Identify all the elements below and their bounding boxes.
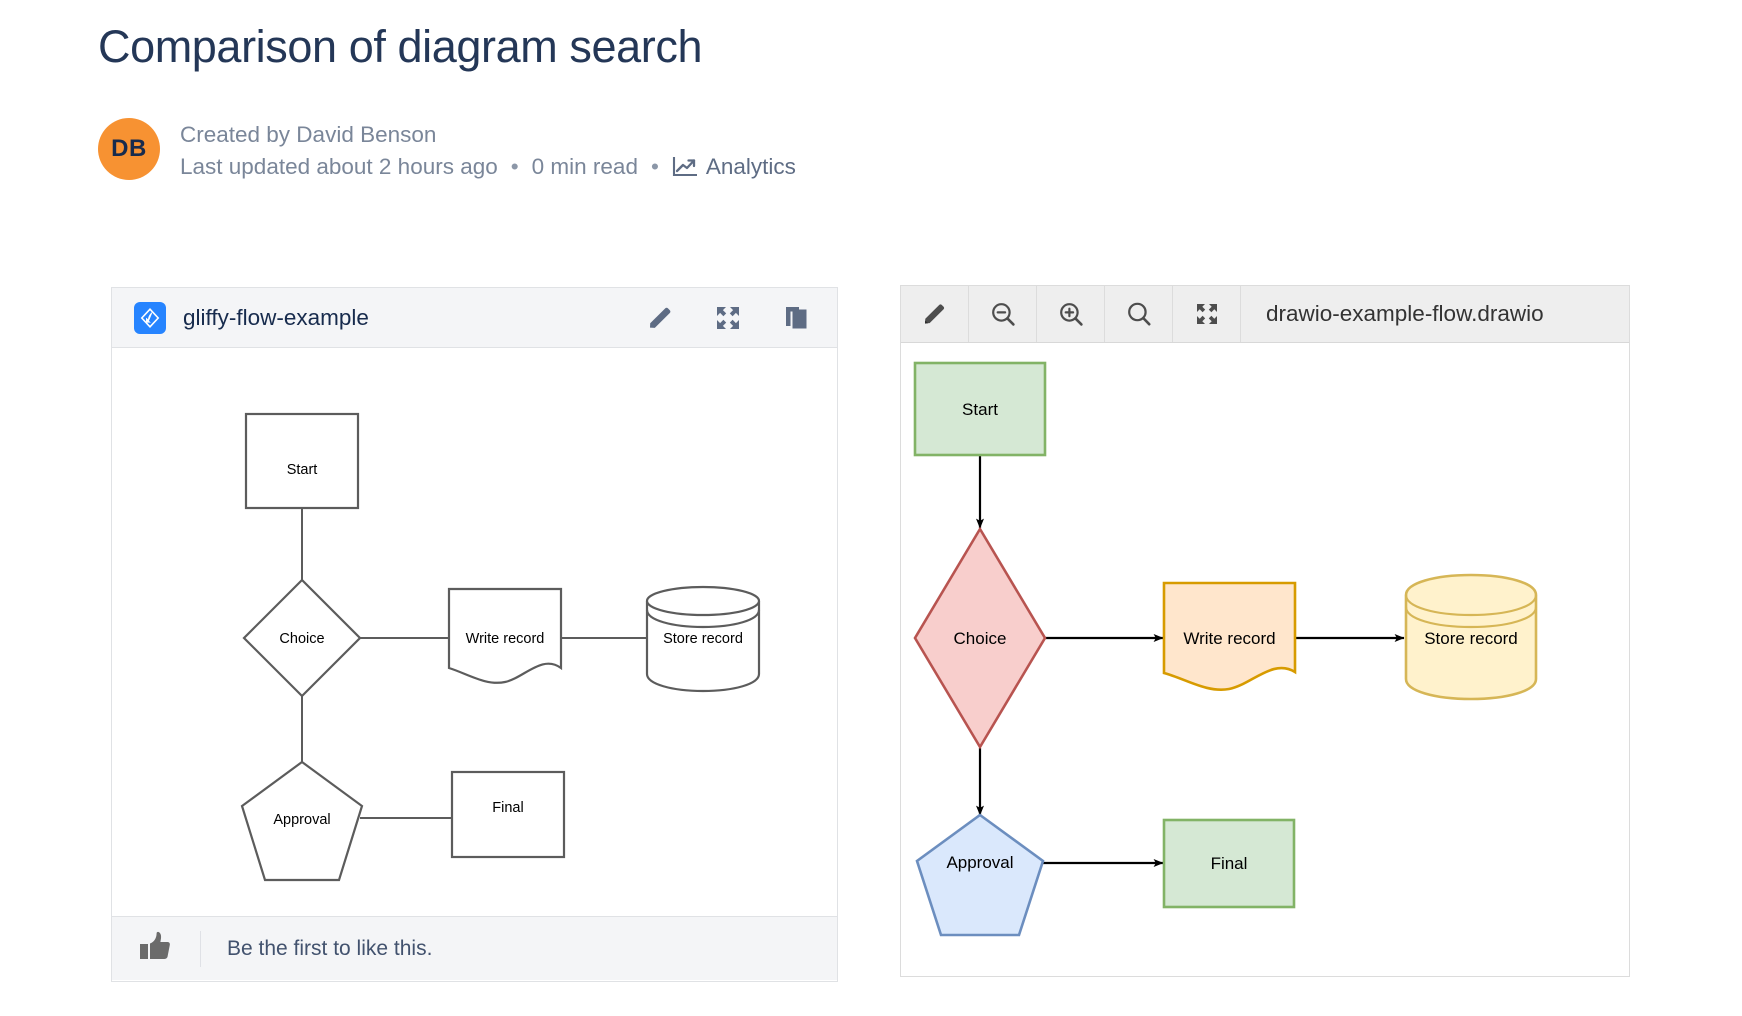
drawio-node-final	[1162, 818, 1296, 909]
read-time-text: 0 min read	[531, 154, 638, 179]
drawio-node-store	[1404, 573, 1538, 701]
analytics-chart-icon	[672, 156, 697, 178]
edit-pencil-icon[interactable]	[645, 303, 675, 333]
fullscreen-expand-icon[interactable]	[713, 303, 743, 333]
gliffy-node-start	[244, 412, 360, 510]
thumbs-up-icon[interactable]	[138, 930, 172, 967]
page-title: Comparison of diagram search	[98, 21, 703, 72]
drawio-node-store-line2	[1404, 606, 1538, 629]
edit-pencil-icon[interactable]	[901, 286, 969, 342]
byline: DB Created by David Benson Last updated …	[98, 118, 796, 183]
drawio-node-store-line1	[1404, 594, 1538, 617]
gliffy-diagram-canvas[interactable]: Start Choice Write record Store record A…	[112, 348, 837, 916]
last-updated-text: Last updated about 2 hours ago	[180, 154, 498, 179]
meta-separator-1: •	[510, 154, 519, 179]
meta-separator-2: •	[650, 154, 659, 179]
drawio-node-write	[1162, 581, 1297, 692]
zoom-in-icon[interactable]	[1037, 286, 1105, 342]
gliffy-node-store-body	[645, 601, 761, 693]
zoom-out-icon[interactable]	[969, 286, 1037, 342]
gliffy-macro-panel: gliffy-flow-example	[111, 287, 838, 982]
drawio-macro-panel: drawio-example-flow.drawio	[900, 285, 1630, 977]
gliffy-node-store-top	[645, 585, 761, 617]
avatar: DB	[98, 118, 160, 180]
analytics-link[interactable]: Analytics	[672, 151, 796, 183]
gliffy-logo-icon	[134, 301, 166, 334]
drawio-node-approval	[915, 813, 1045, 937]
drawio-diagram-canvas[interactable]: Start Choice Write record Store record A…	[901, 343, 1629, 976]
gliffy-node-write	[447, 587, 563, 684]
gliffy-node-store-line	[645, 609, 761, 629]
gliffy-node-approval	[240, 760, 364, 882]
footer-divider	[200, 930, 201, 967]
gliffy-panel-header: gliffy-flow-example	[112, 288, 837, 348]
search-icon[interactable]	[1105, 286, 1173, 342]
created-by-text: Created by David Benson	[180, 122, 437, 147]
fullscreen-expand-icon[interactable]	[1173, 286, 1241, 342]
drawio-filename: drawio-example-flow.drawio	[1266, 301, 1544, 326]
gliffy-node-final	[450, 770, 566, 859]
copy-icon[interactable]	[781, 303, 811, 333]
drawio-toolbar: drawio-example-flow.drawio	[901, 286, 1629, 343]
analytics-label: Analytics	[705, 154, 796, 179]
like-prompt-text: Be the first to like this.	[227, 936, 433, 960]
drawio-node-start	[913, 361, 1047, 457]
gliffy-diagram-title: gliffy-flow-example	[183, 304, 369, 330]
gliffy-node-choice	[242, 578, 362, 698]
drawio-node-choice	[913, 526, 1047, 750]
gliffy-like-footer: Be the first to like this.	[112, 916, 837, 980]
